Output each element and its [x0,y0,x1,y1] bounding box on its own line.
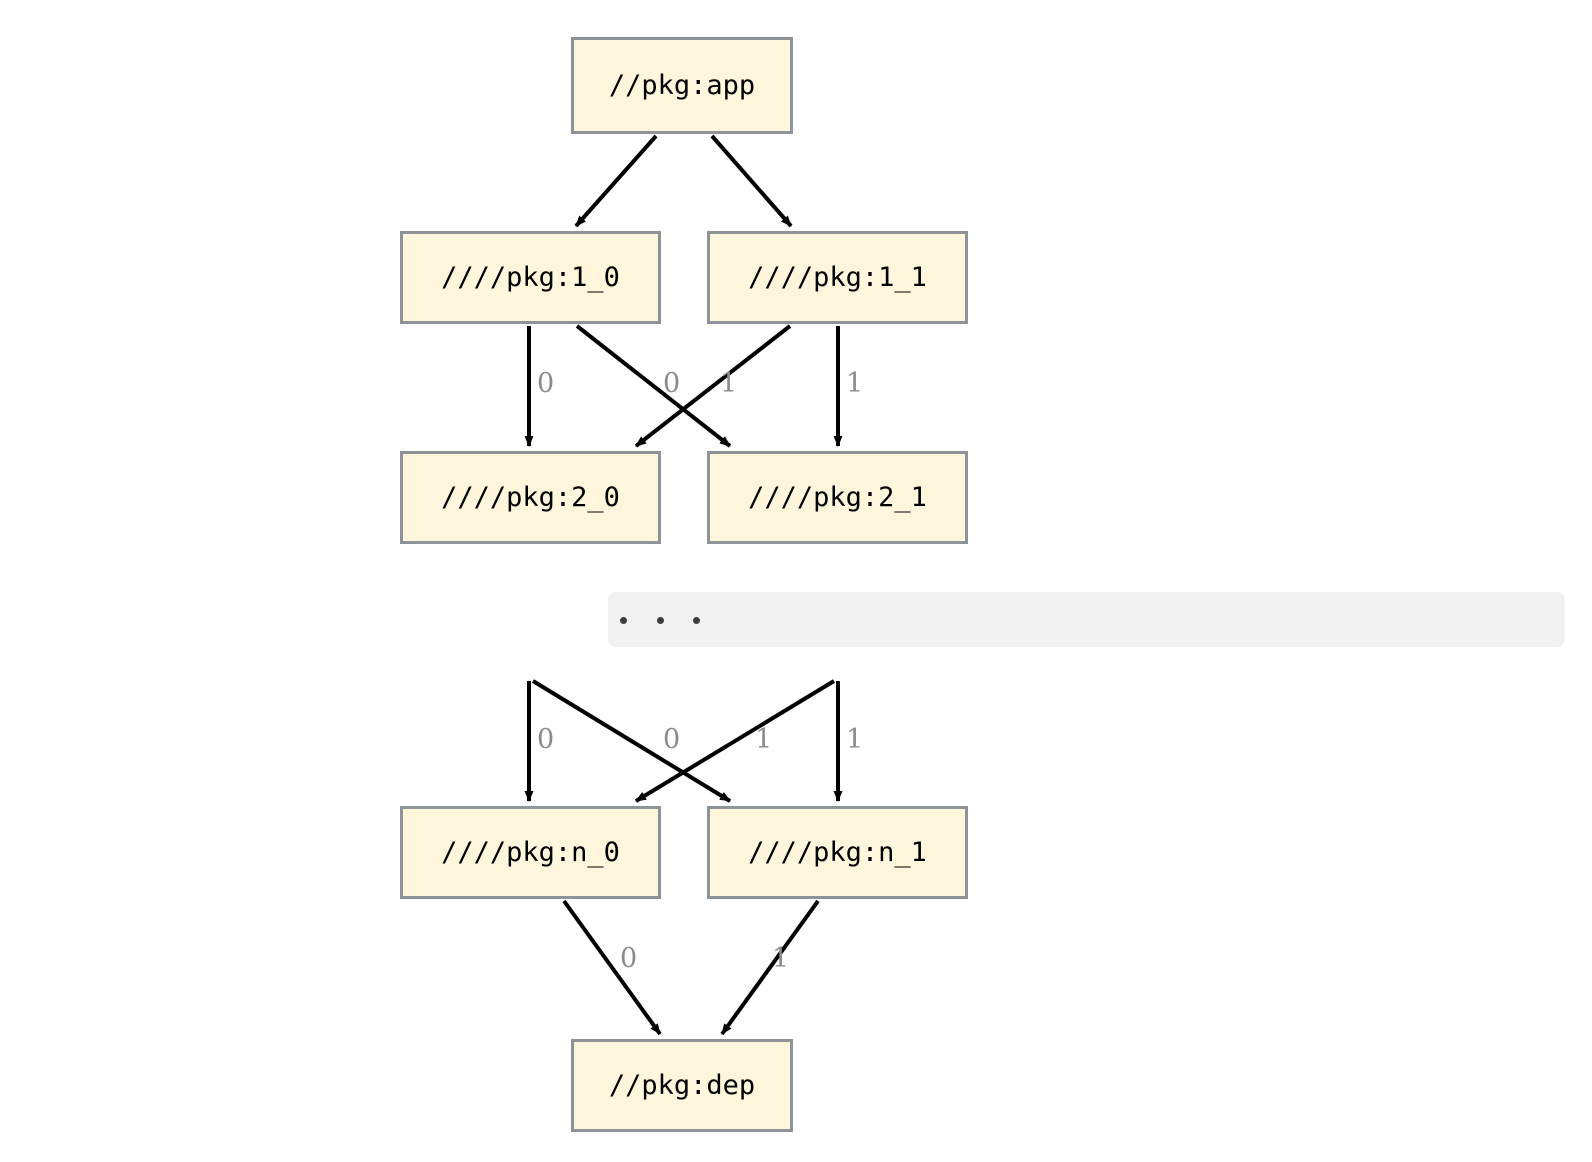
edge-arrow [634,324,792,448]
edge-arrow [574,134,658,228]
edge-label: 1 [755,724,773,755]
edge-label: 0 [663,724,681,755]
node-n1_1[interactable]: ////pkg:1_1 [707,231,968,324]
edge-arrow [634,679,836,803]
edge-arrow [720,899,820,1036]
node-label: ////pkg:2_0 [441,482,620,513]
edge-label: 1 [846,724,864,755]
node-label: ////pkg:1_0 [441,262,620,293]
node-label: //pkg:dep [608,1070,756,1101]
edge-label: 1 [772,943,790,974]
edge-label: 1 [846,368,864,399]
edge-lines [524,134,843,1036]
node-dep[interactable]: //pkg:dep [571,1039,793,1132]
node-app[interactable]: //pkg:app [571,37,793,134]
ellipsis-dot [657,617,664,624]
edge-arrow [575,324,732,448]
node-nn_1[interactable]: ////pkg:n_1 [707,806,968,899]
node-label: ////pkg:n_0 [441,837,620,868]
ellipsis-dot [693,617,700,624]
edge-arrow [531,679,732,803]
node-label: ////pkg:n_1 [748,837,927,868]
node-n2_0[interactable]: ////pkg:2_0 [400,451,661,544]
edge-label: 1 [720,368,738,399]
edge-label: 0 [537,368,555,399]
edge-label: 0 [663,368,681,399]
node-label: ////pkg:1_1 [748,262,927,293]
ellipsis-separator-band [608,592,1565,647]
edge-arrow [710,134,793,228]
edge-label: 0 [537,724,555,755]
edge-label: 0 [620,943,638,974]
node-label: ////pkg:2_1 [748,482,927,513]
node-label: //pkg:app [608,70,756,101]
node-nn_0[interactable]: ////pkg:n_0 [400,806,661,899]
node-n2_1[interactable]: ////pkg:2_1 [707,451,968,544]
ellipsis-dot [620,617,627,624]
node-n1_0[interactable]: ////pkg:1_0 [400,231,661,324]
edge-arrow [562,899,662,1036]
